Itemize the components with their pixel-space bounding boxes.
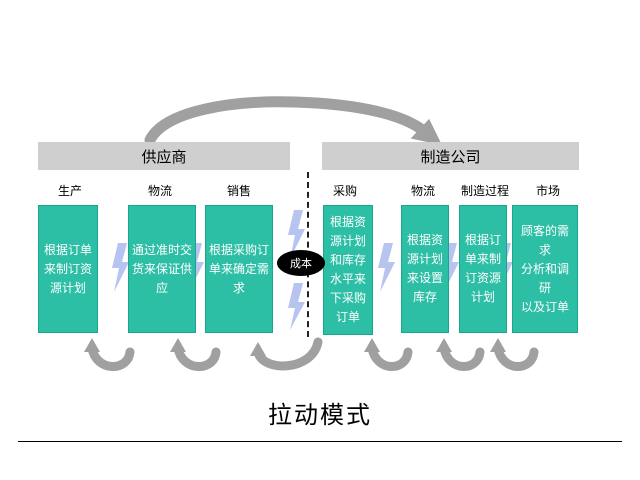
box-sales: 根据采购订单来确定需求 bbox=[205, 205, 273, 333]
col-label-logistics-supplier: 物流 bbox=[147, 184, 172, 198]
lightning-icon bbox=[112, 243, 129, 292]
col-label-process: 制造过程 bbox=[460, 184, 509, 198]
bottom-rule bbox=[18, 441, 622, 442]
col-label-logistics-manufacturer: 物流 bbox=[410, 184, 435, 198]
lightning-icon bbox=[288, 283, 305, 330]
supplier-header: 供应商 bbox=[38, 142, 290, 170]
manufacturer-header: 制造公司 bbox=[322, 142, 579, 170]
col-label-sales: 销售 bbox=[226, 184, 251, 198]
box-process: 根据订单来制订资源计划 bbox=[459, 205, 507, 333]
diagram-title: 拉动模式 bbox=[268, 401, 372, 429]
col-label-purchasing: 采购 bbox=[332, 184, 357, 198]
box-purchasing: 根据资源计划和库存水平来下采购订单 bbox=[323, 205, 373, 335]
col-label-market: 市场 bbox=[535, 184, 560, 198]
box-logistics-supplier: 通过准时交货来保证供应 bbox=[128, 205, 196, 333]
box-logistics-manufacturer: 根据资源计划来设置库存 bbox=[401, 205, 449, 333]
cost-badge: 成本 bbox=[277, 250, 325, 276]
lightning-icon bbox=[378, 243, 395, 292]
lightning-icon bbox=[288, 210, 305, 259]
box-market: 顾客的需求分析和调研以及订单 bbox=[512, 205, 578, 333]
col-label-production: 生产 bbox=[57, 184, 82, 198]
box-production: 根据订单来制订资源计划 bbox=[38, 205, 98, 333]
